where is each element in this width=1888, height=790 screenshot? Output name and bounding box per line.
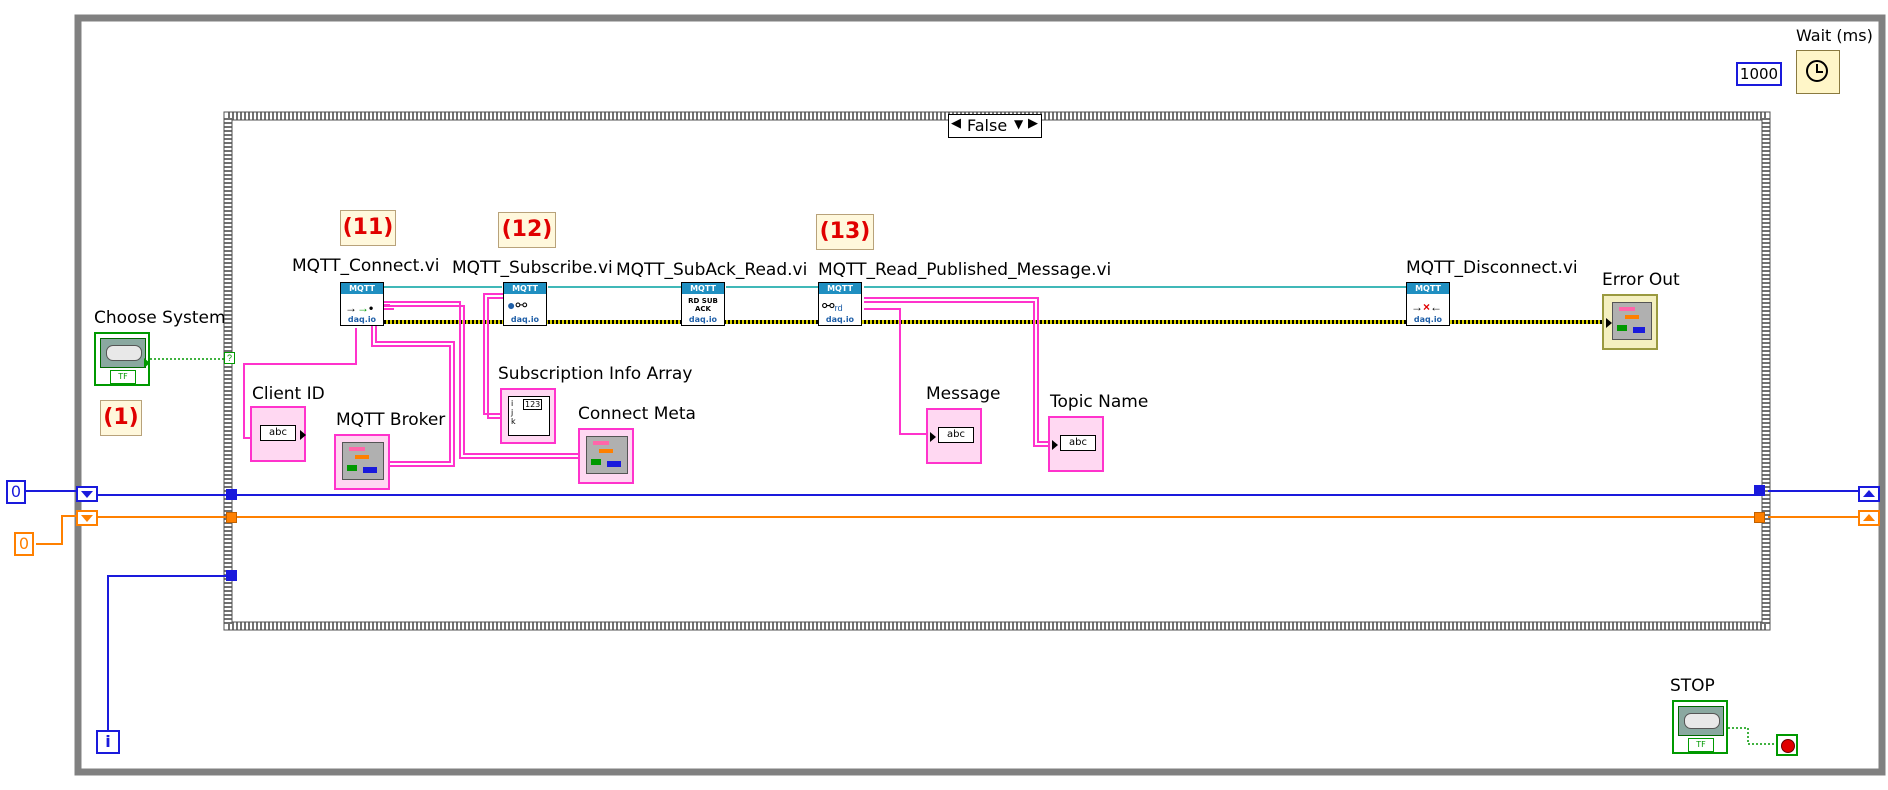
suback-vi-label: MQTT_SubAck_Read.vi [616,260,808,280]
bool-type-text: TF [110,370,136,384]
wait-label: Wait (ms) [1796,26,1873,45]
choose-system-label: Choose System [94,308,226,328]
annotation-13: (13) [816,214,874,250]
case-tunnel-blue-lower[interactable] [226,570,237,581]
glasses-icon: ⚯rd [822,298,843,315]
shift-register-left-orange[interactable] [76,510,98,526]
loop-condition-terminal[interactable] [1776,734,1798,756]
toggle-switch-icon [1684,713,1720,729]
mqtt-broker-control[interactable] [334,434,390,490]
connect-meta-control[interactable] [578,428,634,484]
connect-arrow-icon: →→• [345,301,374,315]
choose-system-control[interactable]: TF [94,332,150,386]
string-type-text: abc [938,427,974,443]
vi-header: MQTT [682,283,724,294]
stop-sign-icon [1781,739,1795,753]
shift-register-right-blue[interactable] [1858,486,1880,502]
annotation-11: (11) [340,210,396,246]
shift-init-blue-constant[interactable]: 0 [6,480,26,504]
case-selector-value: False [967,116,1008,135]
vi-footer: daq.io [510,315,540,324]
shift-up-arrow-icon [1863,514,1875,521]
topic-name-indicator: abc [1048,416,1104,472]
annotation-1: (1) [100,400,142,436]
toggle-switch-icon [106,345,142,361]
mqtt-disconnect-vi[interactable]: MQTT →×← daq.io [1406,282,1450,326]
mqtt-connect-vi[interactable]: MQTT →→• daq.io [340,282,384,326]
vi-footer: daq.io [1413,315,1443,324]
mqtt-read-published-message-vi[interactable]: MQTT ⚯rd daq.io [818,282,862,326]
case-tunnel-orange-right[interactable] [1754,512,1765,523]
array-index-text: 123 [523,399,543,410]
mqtt-subscribe-vi[interactable]: MQTT ●⚯ daq.io [503,282,547,326]
vi-header: MQTT [504,283,546,294]
clock-icon [1796,50,1840,94]
wait-constant[interactable]: 1000 [1736,62,1782,86]
stop-wire [1728,727,1776,745]
shift-up-arrow-icon [1863,490,1875,497]
vi-header: MQTT [341,283,383,294]
annotation-12: (12) [498,212,556,248]
iteration-terminal: i [96,730,120,754]
shift-register-right-orange[interactable] [1858,510,1880,526]
case-tunnel-blue-left[interactable] [226,489,237,500]
case-prev-arrow-icon[interactable]: ◀ [951,116,961,131]
stop-control[interactable]: TF [1672,700,1728,754]
int-shift-wire [24,490,1860,740]
case-dropdown-icon[interactable]: ▼ [1014,117,1024,131]
shift-down-arrow-icon [81,515,93,522]
vi-header: MQTT [1407,283,1449,294]
case-tunnel-orange-left[interactable] [226,512,237,523]
error-out-indicator [1602,294,1658,350]
disconnect-vi-label: MQTT_Disconnect.vi [1406,258,1578,278]
connect-vi-label: MQTT_Connect.vi [292,256,440,276]
vi-body-text: RD SUB ACK [688,297,718,313]
disconnect-x-icon: →×← [1411,300,1443,314]
bool-type-text: TF [1688,738,1714,752]
subscribe-vi-label: MQTT_Subscribe.vi [452,258,613,278]
case-tunnel-blue-right[interactable] [1754,485,1765,496]
message-label: Message [926,384,1001,404]
stop-label: STOP [1670,676,1715,696]
case-structure-border [224,112,1770,630]
case-selector[interactable]: ◀ False ▼ ▶ [948,114,1042,138]
globe-glasses-icon: ●⚯ [507,297,528,313]
read-published-vi-label: MQTT_Read_Published_Message.vi [818,260,1112,280]
cluster-icon [342,442,384,480]
connect-meta-label: Connect Meta [578,404,696,424]
cluster-icon [586,436,628,474]
case-next-arrow-icon[interactable]: ▶ [1028,116,1038,131]
vi-footer: daq.io [347,315,377,324]
vi-footer: daq.io [825,315,855,324]
while-loop-border [74,14,1886,776]
topic-name-label: Topic Name [1050,392,1149,412]
client-id-label: Client ID [252,384,325,404]
cluster-icon [1612,302,1652,340]
case-selector-terminal[interactable]: ? [224,352,235,364]
subscription-info-label: Subscription Info Array [498,364,693,384]
message-indicator: abc [926,408,982,464]
string-type-text: abc [260,425,296,441]
error-out-label: Error Out [1602,270,1680,290]
dbl-shift-wire [36,515,1860,545]
string-type-text: abc [1060,435,1096,451]
vi-footer: daq.io [688,315,718,324]
mqtt-broker-label: MQTT Broker [336,410,446,430]
client-id-control[interactable]: abc [250,406,306,462]
shift-init-orange-constant[interactable]: 0 [14,532,34,556]
mqtt-suback-read-vi[interactable]: MQTT RD SUB ACK daq.io [681,282,725,326]
vi-header: MQTT [819,283,861,294]
shift-register-left-blue[interactable] [76,486,98,502]
shift-down-arrow-icon [81,491,93,498]
